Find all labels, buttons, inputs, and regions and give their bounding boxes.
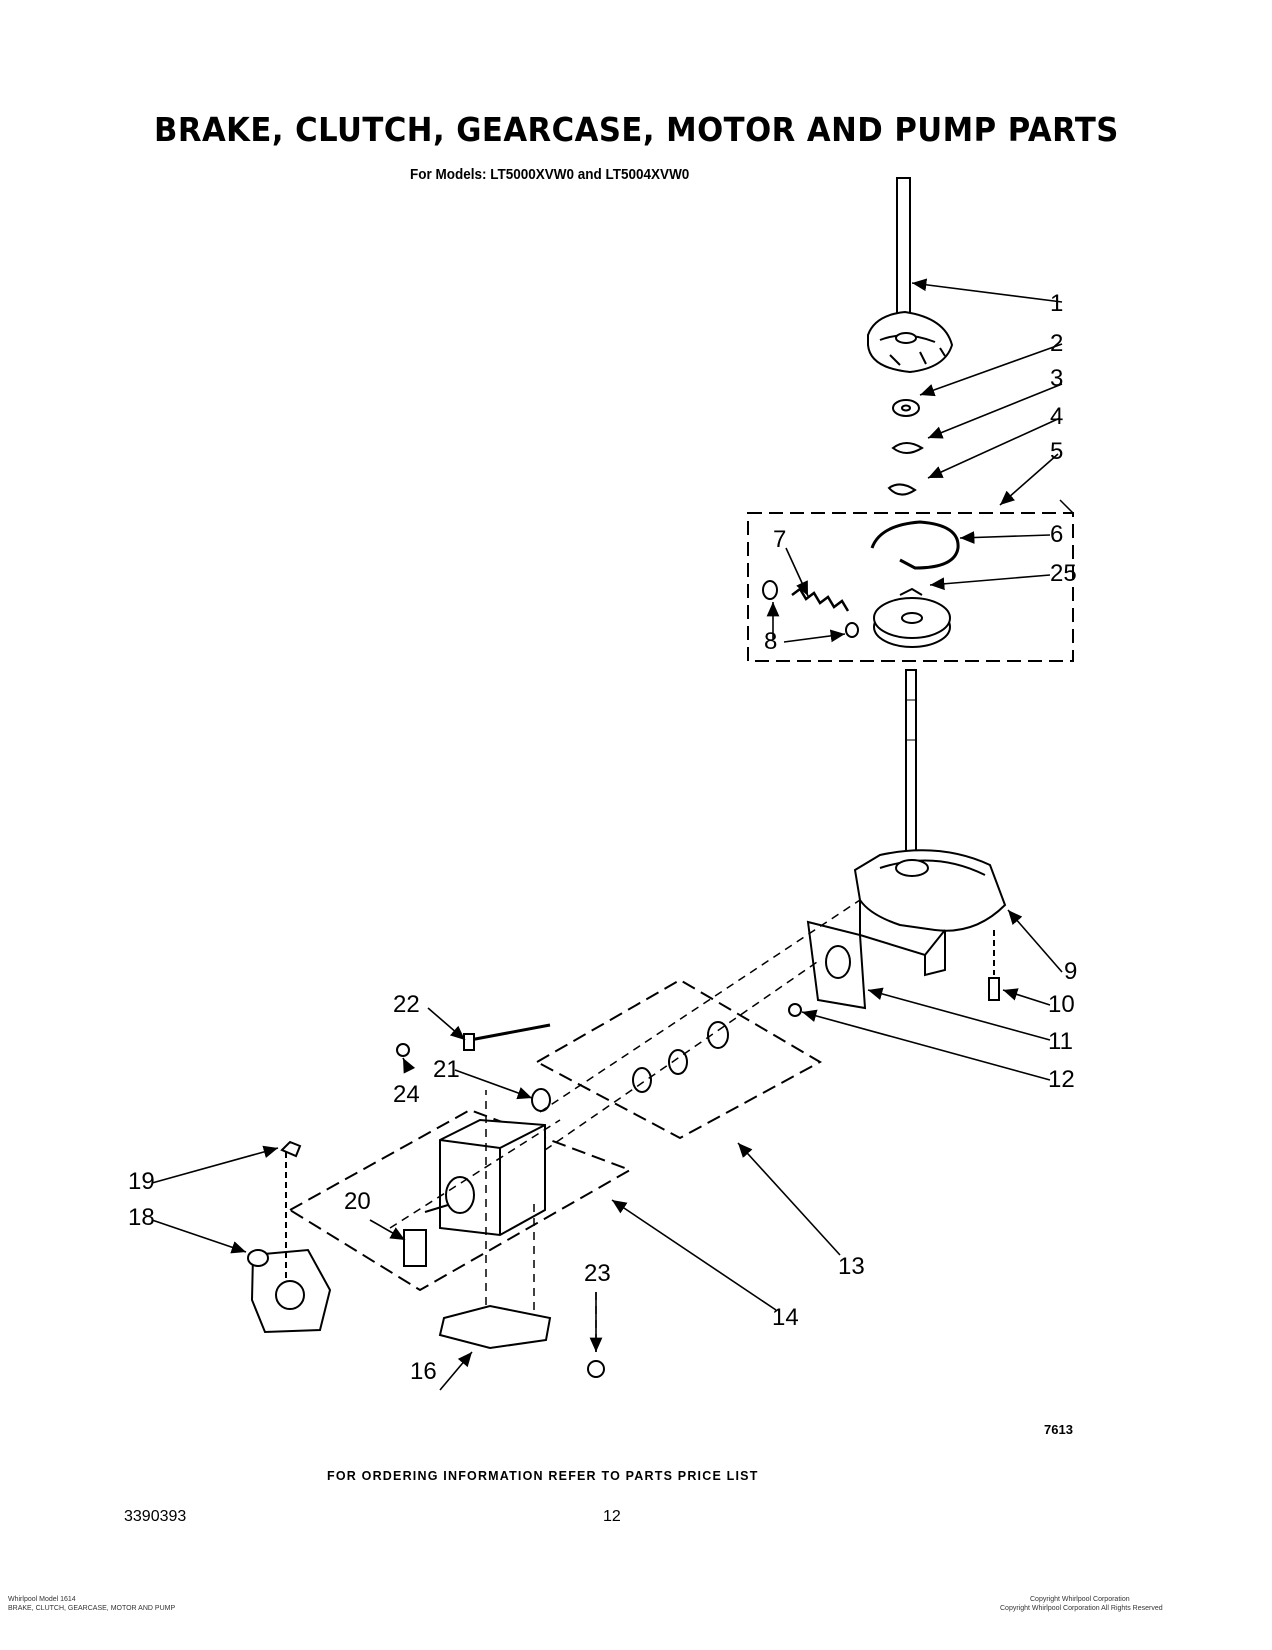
- callout-5: 5: [1050, 438, 1064, 465]
- footer-left-line-2: BRAKE, CLUTCH, GEARCASE, MOTOR AND PUMP: [8, 1605, 176, 1612]
- callout-19: 19: [128, 1168, 155, 1195]
- document-number: 3390393: [124, 1508, 187, 1525]
- washer-part: [762, 580, 778, 600]
- motor-group-box: [288, 1108, 633, 1292]
- coupling-group-box: [534, 978, 823, 1140]
- clip-part: [887, 483, 917, 496]
- footer-right-line-2: Copyright Whirlpool Corporation All Righ…: [1000, 1605, 1163, 1612]
- clutch-drum-part: [873, 587, 951, 648]
- transmission-shaft-part: [905, 669, 917, 856]
- callout-2: 2: [1050, 330, 1064, 357]
- callout-7: 7: [773, 526, 787, 553]
- callout-20: 20: [344, 1188, 371, 1215]
- pump-part: [247, 1248, 332, 1334]
- callout-8: 8: [764, 628, 778, 655]
- coupling-part: [707, 1021, 729, 1049]
- brake-hub-part: [867, 310, 954, 374]
- shield-part: [438, 1304, 552, 1350]
- page-number: 12: [603, 1508, 621, 1525]
- page-title: BRAKE, CLUTCH, GEARCASE, MOTOR AND PUMP …: [154, 110, 1119, 149]
- washer-part: [892, 399, 920, 417]
- callout-13: 13: [838, 1253, 865, 1280]
- callout-23: 23: [584, 1260, 611, 1287]
- callout-6: 6: [1050, 521, 1064, 548]
- rod-part: [469, 1023, 551, 1042]
- footer-left-line-1: Whirlpool Model 1614: [8, 1596, 76, 1603]
- spring-part: [791, 587, 850, 612]
- callout-10: 10: [1048, 991, 1075, 1018]
- callout-22: 22: [393, 991, 420, 1018]
- coupling-part: [668, 1049, 688, 1075]
- retainer-part: [891, 442, 924, 454]
- washer-part: [845, 622, 859, 638]
- callout-11: 11: [1048, 1028, 1073, 1055]
- callout-3: 3: [1050, 365, 1064, 392]
- callout-16: 16: [410, 1358, 437, 1385]
- clutch-band-part: [870, 520, 960, 570]
- callout-14: 14: [772, 1304, 799, 1331]
- clamp-part: [280, 1140, 302, 1158]
- callout-18: 18: [128, 1204, 155, 1231]
- callout-12: 12: [1048, 1066, 1075, 1093]
- callout-24: 24: [393, 1081, 420, 1108]
- footer-right-line-1: Copyright Whirlpool Corporation: [1030, 1596, 1130, 1603]
- drive-shaft-part: [896, 177, 911, 334]
- switch-part: [403, 1229, 427, 1267]
- gearcase-part: [853, 849, 1007, 977]
- bolt-part: [988, 977, 1000, 1001]
- callout-4: 4: [1050, 403, 1064, 430]
- coupling-part: [531, 1088, 551, 1112]
- callout-1: 1: [1050, 290, 1064, 317]
- clutch-group-box: [747, 512, 1074, 662]
- motor-part: [424, 1118, 546, 1237]
- callout-25: 25: [1050, 560, 1077, 587]
- screw-part: [396, 1043, 410, 1057]
- callout-9: 9: [1064, 958, 1078, 985]
- coupling-part: [632, 1067, 652, 1093]
- leader-lines: [151, 278, 1063, 1391]
- callout-21: 21: [433, 1056, 460, 1083]
- ordering-note: FOR ORDERING INFORMATION REFER TO PARTS …: [327, 1469, 759, 1483]
- seal-part: [788, 1003, 802, 1017]
- mounting-plate-part: [806, 920, 867, 1010]
- nut-part: [587, 1360, 605, 1378]
- figure-ref-number: 7613: [1044, 1422, 1073, 1437]
- model-subtitle: For Models: LT5000XVW0 and LT5004XVW0: [410, 166, 690, 183]
